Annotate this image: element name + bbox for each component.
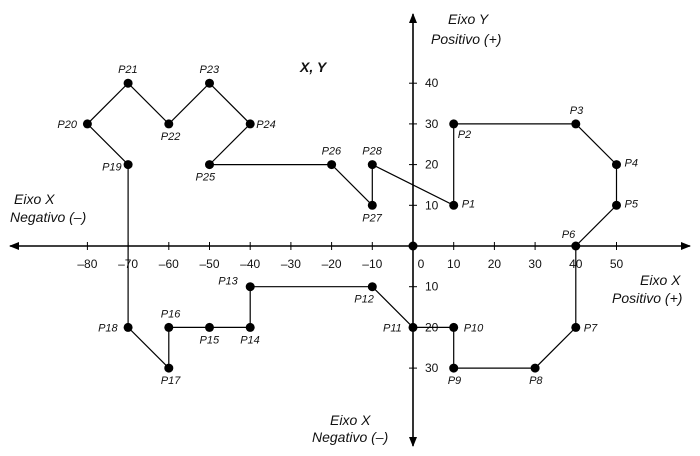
label-p15: P15 [200, 334, 220, 346]
label-p5: P5 [625, 198, 639, 210]
point-p22 [164, 119, 174, 129]
x-tick-label: –80 [77, 257, 97, 271]
point-p5 [612, 200, 621, 210]
point-p11 [408, 322, 418, 332]
label-p26: P26 [322, 146, 342, 158]
point-p4 [612, 160, 621, 170]
label-p12: P12 [354, 294, 374, 306]
y-positive-label-line2: Positivo (+) [431, 31, 501, 47]
x-negative-label-line2: Negativo (–) [10, 209, 86, 225]
point-p15 [205, 322, 214, 332]
label-p16: P16 [161, 308, 181, 320]
label-p6: P6 [562, 229, 576, 241]
y-tick-label: 30 [425, 361, 439, 375]
label-p3: P3 [570, 105, 584, 117]
y-positive-label-line1: Eixo Y [448, 11, 490, 27]
x-tick-label: –50 [199, 257, 219, 271]
label-p22: P22 [161, 131, 181, 143]
x-positive-label-line1: Eixo X [640, 272, 681, 288]
point-p14 [245, 322, 255, 332]
x-tick-label: –40 [240, 257, 260, 271]
point-p3 [571, 119, 581, 129]
point-p17 [164, 363, 174, 373]
point-p27 [367, 200, 377, 210]
diagram-title: X, Y [299, 59, 328, 75]
y-tick-label: 10 [425, 198, 439, 212]
point-p1 [449, 200, 459, 210]
x-tick-label: –20 [322, 257, 342, 271]
x-negative-label-line1: Eixo X [14, 191, 55, 207]
point-p26 [327, 160, 337, 170]
label-p17: P17 [161, 375, 181, 387]
point-p23 [205, 78, 214, 88]
point-p24 [245, 119, 255, 129]
point-p21 [123, 78, 133, 88]
point-p28 [367, 160, 377, 170]
y-negative-label-line1: Eixo X [330, 412, 371, 428]
label-p2: P2 [458, 129, 471, 141]
label-p4: P4 [625, 158, 638, 170]
label-p11: P11 [383, 322, 402, 334]
y-tick-label: 40 [425, 76, 439, 90]
label-p1: P1 [462, 198, 475, 210]
x-tick-label: –10 [362, 257, 382, 271]
label-p28: P28 [362, 146, 382, 158]
label-p20: P20 [57, 119, 77, 131]
label-p13: P13 [218, 276, 238, 288]
point-p19 [123, 160, 133, 170]
point-p20 [82, 119, 92, 129]
point-p7 [571, 322, 581, 332]
label-p10: P10 [464, 322, 484, 334]
label-p24: P24 [256, 119, 276, 131]
x-tick-label: –60 [159, 257, 179, 271]
label-p19: P19 [102, 162, 122, 174]
label-p18: P18 [98, 322, 118, 334]
y-negative-label-line2: Negativo (–) [312, 429, 388, 445]
label-p7: P7 [584, 322, 598, 334]
label-p25: P25 [196, 172, 216, 184]
label-p21: P21 [118, 64, 138, 76]
x-tick-label: 0 [418, 257, 425, 271]
point-p18 [123, 322, 133, 332]
label-p14: P14 [240, 334, 260, 346]
x-tick-label: 10 [447, 257, 461, 271]
point-label-group: P1P2P3P4P5P6P7P8P9P10P11P12P13P14P15P16P… [57, 64, 638, 387]
x-tick-label: 30 [528, 257, 542, 271]
point-p13 [245, 282, 255, 292]
label-p27: P27 [362, 212, 382, 224]
y-tick-label: 10 [425, 280, 439, 294]
origin-point [408, 241, 418, 251]
point-p25 [205, 160, 214, 170]
y-tick-label: 30 [425, 117, 439, 131]
point-p8 [530, 363, 540, 373]
point-p10 [449, 322, 459, 332]
point-p6 [571, 241, 581, 251]
y-tick-label: 20 [425, 158, 439, 172]
label-p23: P23 [200, 64, 220, 76]
x-tick-label: 50 [610, 257, 624, 271]
point-p12 [367, 282, 377, 292]
label-p9: P9 [448, 375, 461, 387]
point-group [82, 78, 621, 373]
label-p8: P8 [529, 375, 543, 387]
point-p2 [449, 119, 459, 129]
x-tick-label: –30 [281, 257, 301, 271]
point-p16 [164, 322, 174, 332]
x-positive-label-line2: Positivo (+) [612, 290, 682, 306]
x-tick-label: 20 [488, 257, 502, 271]
point-p9 [449, 363, 459, 373]
